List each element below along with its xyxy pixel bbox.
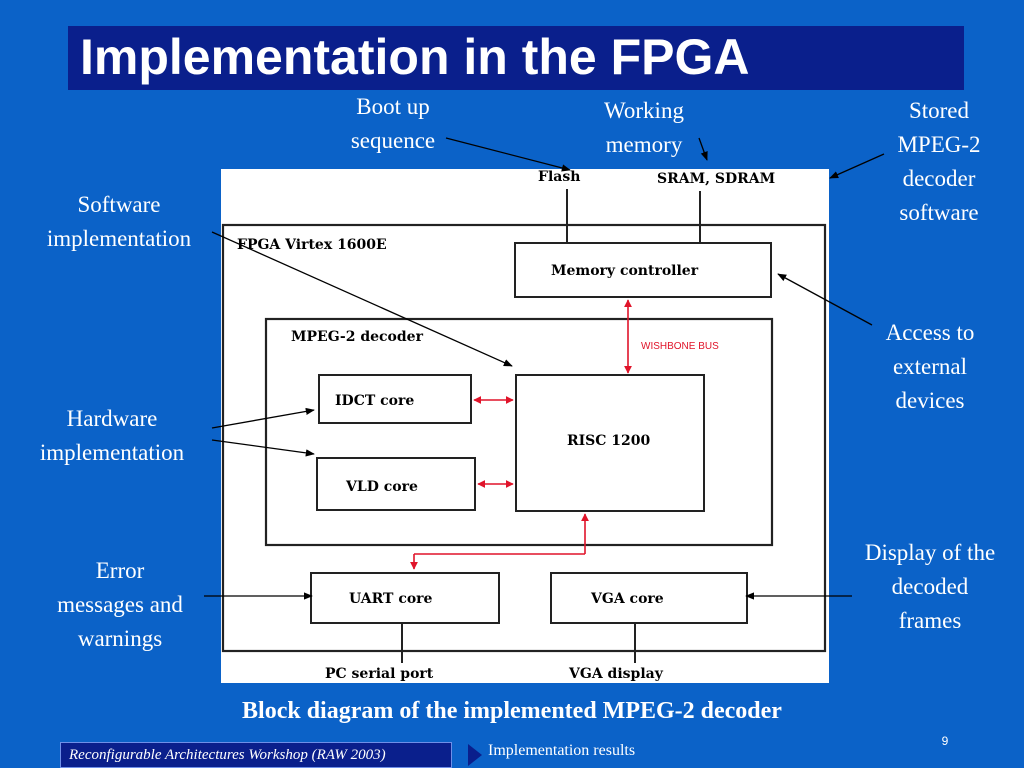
callout-line: messages and [57, 592, 183, 617]
wishbone-bus-label: WISHBONE BUS [641, 341, 719, 352]
slide-title: Implementation in the FPGA [80, 29, 750, 85]
callout-hardware-impl: Hardware implementation [16, 402, 208, 470]
vld-core-box [316, 457, 476, 511]
callout-line: memory [605, 132, 683, 157]
callout-line: Boot up [356, 94, 430, 119]
callout-line: software [899, 200, 979, 225]
callout-line: Stored [908, 98, 970, 123]
callout-line: Software [77, 192, 161, 217]
callout-line: Hardware [66, 406, 158, 431]
arrow-hardware-vld [211, 439, 315, 457]
risc-box [515, 374, 705, 512]
callout-line: decoder [902, 166, 976, 191]
callout-line: warnings [77, 626, 163, 651]
risc-label: RISC 1200 [567, 433, 651, 449]
callout-boot-up: Boot up sequence [336, 90, 450, 158]
uart-core-label: UART core [349, 591, 433, 607]
callout-line: sequence [350, 128, 436, 153]
footer-triangle-icon [468, 744, 482, 766]
sram-sdram-label: SRAM, SDRAM [657, 171, 775, 187]
fpga-label: FPGA Virtex 1600E [237, 237, 387, 253]
callout-error-messages: Error messages and warnings [30, 554, 210, 656]
callout-line: Display of the [864, 540, 996, 565]
footer-workshop-label: Reconfigurable Architectures Workshop (R… [69, 747, 386, 763]
flash-label: Flash [538, 169, 580, 185]
callout-line: frames [898, 608, 962, 633]
vga-core-label: VGA core [590, 591, 664, 607]
arrow-hardware-idct [211, 407, 315, 429]
idct-core-label: IDCT core [335, 393, 414, 409]
callout-line: decoded [891, 574, 969, 599]
idct-core-box [318, 374, 472, 424]
footer-workshop-box: Reconfigurable Architectures Workshop (R… [60, 742, 452, 768]
title-bar: Implementation in the FPGA [68, 26, 964, 90]
mpeg2-decoder-label: MPEG-2 decoder [291, 329, 424, 345]
callout-line: MPEG-2 [897, 132, 981, 157]
memory-controller-box [514, 242, 772, 298]
diagram-caption: Block diagram of the implemented MPEG-2 … [242, 698, 782, 724]
uart-core-box [310, 572, 500, 624]
arrow-stored-software [829, 153, 885, 179]
footer-section-label: Implementation results [488, 742, 636, 759]
callout-line: implementation [39, 440, 185, 465]
callout-display-frames: Display of the decoded frames [840, 536, 1020, 638]
callout-line: Access to [885, 320, 975, 345]
arrow-working-memory [698, 137, 708, 161]
mpeg2-decoder-box [264, 317, 774, 547]
vga-display-label: VGA display [568, 666, 664, 682]
block-diagram: FPGA Virtex 1600E Flash SRAM, SDRAM Memo… [221, 169, 829, 683]
callout-access-external: Access to external devices [860, 316, 1000, 418]
callout-line: Error [95, 558, 145, 583]
callout-working-memory: Working memory [586, 94, 702, 162]
callout-line: external [892, 354, 968, 379]
callout-line: devices [895, 388, 965, 413]
arrow-software-impl [211, 231, 513, 367]
callout-stored-software: Stored MPEG-2 decoder software [874, 94, 1004, 230]
vld-core-label: VLD core [345, 479, 418, 495]
callout-line: Working [604, 98, 684, 123]
fpga-box [221, 223, 827, 653]
arrow-access-external [777, 273, 873, 326]
page-number: 9 [941, 734, 949, 748]
callout-line: implementation [46, 226, 192, 251]
memory-controller-label: Memory controller [551, 263, 699, 279]
arrow-boot-up [445, 137, 571, 172]
callout-software-impl: Software implementation [26, 188, 212, 256]
pc-serial-port-label: PC serial port [325, 666, 434, 682]
